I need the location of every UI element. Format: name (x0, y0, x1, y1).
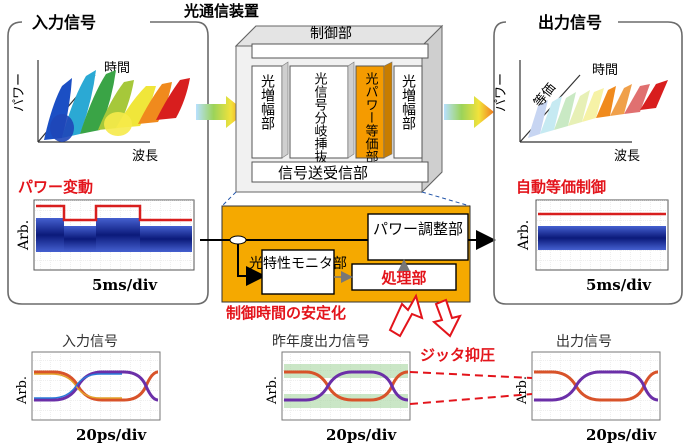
transceiver-box (251, 161, 429, 183)
monitor-box (261, 249, 335, 295)
eye-last-year-ylabel: Arb. (265, 376, 280, 405)
right-auto-control-label: 自動等価制御 (516, 178, 606, 196)
right-axis-time: 時間 (592, 63, 618, 78)
power-adjust-box (367, 213, 469, 261)
left-rainbow-arrow (196, 96, 246, 128)
eye-diagram-input: 入力信号 Arb. 20ps/div (15, 334, 161, 444)
jitter-label: ジッタ抑圧 (420, 346, 495, 364)
device-box: 光通信装置 制御部 光増幅部 光信号分岐挿抜部 光パワー等価部 光増幅部 (183, 2, 444, 194)
power-adjust-label: パワー調整部 (373, 220, 463, 238)
monitor-label: 光特性モニタ部 (249, 256, 347, 272)
left-panel: 入力信号 パワー 時間 波長 パワー変動 (7, 13, 209, 305)
eye-diagram-last-year: 昨年度出力信号 Arb. 20ps/div (265, 334, 411, 444)
control-unit-box (251, 43, 429, 59)
right-panel-title: 出力信号 (538, 13, 602, 32)
up-arrow (388, 293, 424, 338)
right-scope-trace (538, 226, 666, 250)
jitter-compare-lines (409, 371, 533, 405)
module-branch-add-drop (289, 61, 355, 159)
module-branch-label: 光信号分岐挿抜部 (312, 72, 328, 176)
eye-output-scale: 20ps/div (586, 426, 657, 444)
module-amp-1-label: 光増幅部 (259, 74, 275, 130)
left-scope-ylabel: Arb. (16, 220, 32, 251)
eye-input-scale: 20ps/div (76, 426, 147, 444)
right-axis-wavelength: 波長 (614, 149, 640, 164)
module-amp-1 (251, 61, 289, 159)
eye-last-year-title: 昨年度出力信号 (272, 334, 370, 350)
left-power-change-label: パワー変動 (18, 178, 93, 196)
left-scope-power-line (36, 204, 192, 222)
module-equalizer-label: 光パワー等価部 (363, 72, 379, 163)
zoom-lines (221, 191, 471, 207)
left-axis-wavelength: 波長 (132, 149, 158, 164)
left-spectrum-peaks (44, 70, 190, 142)
transceiver-label: 信号送受信部 (278, 164, 368, 182)
eye-input-ylabel: Arb. (15, 376, 30, 405)
left-scope-trace (36, 218, 192, 252)
module-amp-2 (393, 65, 423, 159)
down-arrow (431, 298, 462, 338)
right-scope-scale: 5ms/div (586, 276, 652, 294)
eye-output-ylabel: Arb. (515, 376, 530, 405)
right-spectrum-peaks (528, 80, 668, 138)
eye-output-title: 出力信号 (556, 334, 612, 350)
left-axis-power: パワー (12, 73, 27, 112)
eye-diagram-output: 出力信号 Arb. 20ps/div (515, 334, 661, 444)
eye-input-title: 入力信号 (62, 334, 118, 350)
right-rainbow-arrow (444, 96, 494, 128)
eye-last-year-scale: 20ps/div (326, 426, 397, 444)
left-panel-title: 入力信号 (32, 13, 96, 32)
detail-box: パワー調整部 光特性モニタ部 処理部 (200, 205, 496, 303)
module-amp-2-label: 光増幅部 (400, 74, 416, 130)
left-scope-scale: 5ms/div (92, 276, 158, 294)
splitter (229, 235, 247, 245)
control-unit-label: 制御部 (310, 26, 352, 42)
processor-label: 処理部 (380, 269, 426, 287)
right-panel: 出力信号 パワー 時間 波長 等価 自動等価制御 Arb. 5ms/div (493, 13, 683, 305)
module-power-equalizer (355, 61, 393, 159)
stabilize-label: 制御時間の安定化 (226, 304, 346, 322)
device-title: 光通信装置 (183, 2, 259, 20)
right-scope-ylabel: Arb. (516, 220, 532, 251)
right-axis-power: パワー (494, 73, 509, 112)
